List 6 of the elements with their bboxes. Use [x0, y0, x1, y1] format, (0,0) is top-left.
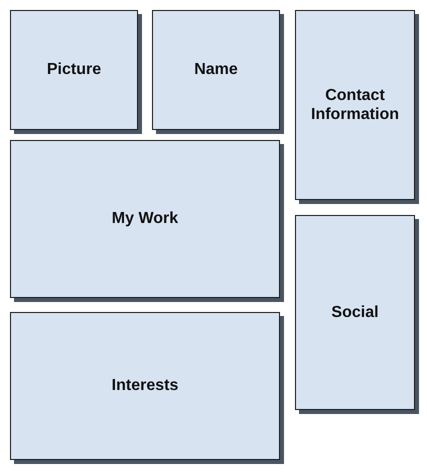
panel-label: Social — [330, 302, 380, 323]
panel-label: Contact Information — [310, 86, 400, 125]
panel-label: My Work — [110, 209, 180, 230]
panel-label: Interests — [110, 376, 180, 396]
panel-label: Name — [193, 60, 239, 80]
panel-label: Picture — [46, 60, 102, 80]
